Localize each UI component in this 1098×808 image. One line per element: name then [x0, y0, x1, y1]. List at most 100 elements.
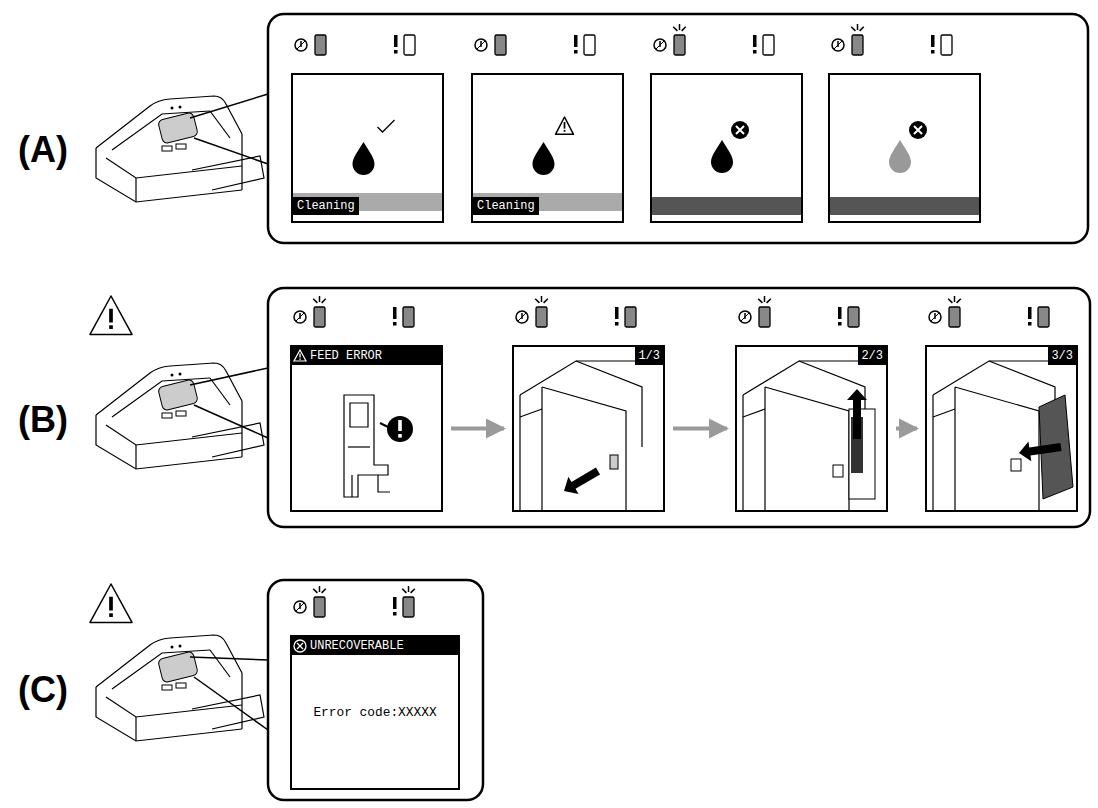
- screen-illustration: [292, 347, 441, 510]
- scanner-illustration: [96, 96, 264, 202]
- scanner-outline: [96, 96, 242, 148]
- step-number: 3/3: [1048, 347, 1076, 365]
- indicator-leds: [739, 296, 859, 327]
- scanner-outline: [96, 148, 242, 202]
- scanner-button: [176, 144, 186, 149]
- ink-drop: [353, 142, 375, 175]
- ink-drop: [711, 140, 733, 173]
- scanner-led: [179, 373, 182, 376]
- scanner-outline: [135, 445, 136, 469]
- error-mark: [731, 121, 749, 139]
- status-label: Cleaning: [293, 197, 359, 215]
- scanner-outline: [135, 717, 136, 741]
- error-mark: [909, 121, 927, 139]
- scanner-outline: [210, 378, 230, 405]
- scanner-side-view: [520, 361, 663, 510]
- scanner-outline: [210, 111, 230, 138]
- scanner-screen: [158, 651, 199, 683]
- scanner-led: [171, 107, 174, 110]
- scanner-outline: [192, 695, 264, 729]
- lcd-screen: [651, 74, 802, 222]
- indicator-leds: [516, 296, 636, 327]
- scanner-side-view: [933, 361, 1076, 510]
- step-arrow: [896, 427, 917, 431]
- indicator-leds: [929, 296, 1049, 327]
- screen-title: UNRECOVERABLE: [292, 637, 404, 655]
- cover-panel: [849, 409, 875, 499]
- scanner-outline: [192, 423, 264, 457]
- header-icon: [294, 350, 306, 361]
- leader-line: [190, 657, 268, 660]
- scanner-button: [162, 146, 172, 151]
- scanner-illustration: [96, 363, 264, 469]
- scanner-outline: [241, 134, 242, 190]
- scanner-outline: [106, 425, 242, 445]
- scanner-outline: [192, 156, 264, 190]
- scanner-outline: [106, 697, 242, 717]
- panel: [268, 580, 483, 800]
- lcd-screen: [829, 74, 980, 222]
- direction-arrow: [1018, 437, 1063, 463]
- step-arrow: [673, 427, 727, 431]
- leader-line: [190, 94, 268, 118]
- scanner-outline: [96, 363, 242, 415]
- row-label: (C): [18, 670, 68, 710]
- panel: [268, 288, 1090, 527]
- paper-guide: [344, 395, 390, 497]
- screen-illustration: [514, 347, 663, 510]
- status-bar: [652, 197, 801, 215]
- lcd-screen: 3/3: [925, 345, 1078, 512]
- direction-arrow: [847, 389, 867, 439]
- scanner-outline: [210, 650, 230, 677]
- lcd-screen: Cleaning: [291, 73, 444, 223]
- indicator-leds: [654, 24, 774, 55]
- scanner-outline: [135, 178, 136, 202]
- leader-line: [194, 138, 268, 164]
- scanner-button: [162, 685, 172, 690]
- release-lever: [1011, 459, 1021, 471]
- scanner-button: [176, 683, 186, 688]
- scanner-led: [179, 106, 182, 109]
- scanner-led: [179, 645, 182, 648]
- step-number: 2/3: [858, 347, 886, 365]
- indicator-leds: [295, 35, 415, 55]
- direction-arrow: [559, 462, 603, 499]
- step-number: 1/3: [635, 347, 663, 365]
- panel: [268, 14, 1088, 243]
- scanner-button: [176, 411, 186, 416]
- lcd-screen: UNRECOVERABLEError code:XXXXX: [290, 635, 460, 790]
- warning-mark: [556, 117, 574, 134]
- scanner-led: [171, 646, 174, 649]
- row-label: (B): [18, 400, 68, 440]
- scanner-outline: [112, 650, 210, 689]
- warning-symbol: [90, 296, 132, 334]
- scanner-outline: [241, 673, 242, 729]
- scanner-outline: [106, 158, 242, 178]
- lcd-screen: Cleaning: [471, 73, 624, 223]
- indicator-leds: [832, 24, 952, 55]
- lcd-screen: 1/3: [512, 345, 665, 512]
- scanner-side-view: [743, 361, 886, 510]
- warning-symbol: [90, 584, 132, 622]
- status-label: Cleaning: [473, 197, 539, 215]
- indicator-leds: [294, 296, 414, 327]
- row-label: (A): [18, 130, 68, 170]
- scanner-outline: [241, 401, 242, 457]
- scanner-outline: [96, 415, 242, 469]
- screen-illustration: [927, 347, 1076, 510]
- header-icon: [294, 640, 306, 652]
- release-lever: [610, 455, 618, 469]
- scanner-illustration: [96, 635, 264, 741]
- alert-mark: [380, 416, 413, 442]
- lcd-screen: FEED ERROR: [290, 345, 443, 512]
- scanner-led: [171, 374, 174, 377]
- header-bar: [292, 637, 458, 655]
- indicator-leds: [294, 586, 415, 617]
- header-bar: [292, 347, 441, 365]
- leader-line: [190, 368, 268, 385]
- scanner-outline: [96, 635, 242, 687]
- release-lever: [833, 465, 843, 477]
- indicator-leds: [475, 35, 595, 55]
- leader-line: [194, 405, 268, 438]
- ok-mark: [378, 120, 395, 132]
